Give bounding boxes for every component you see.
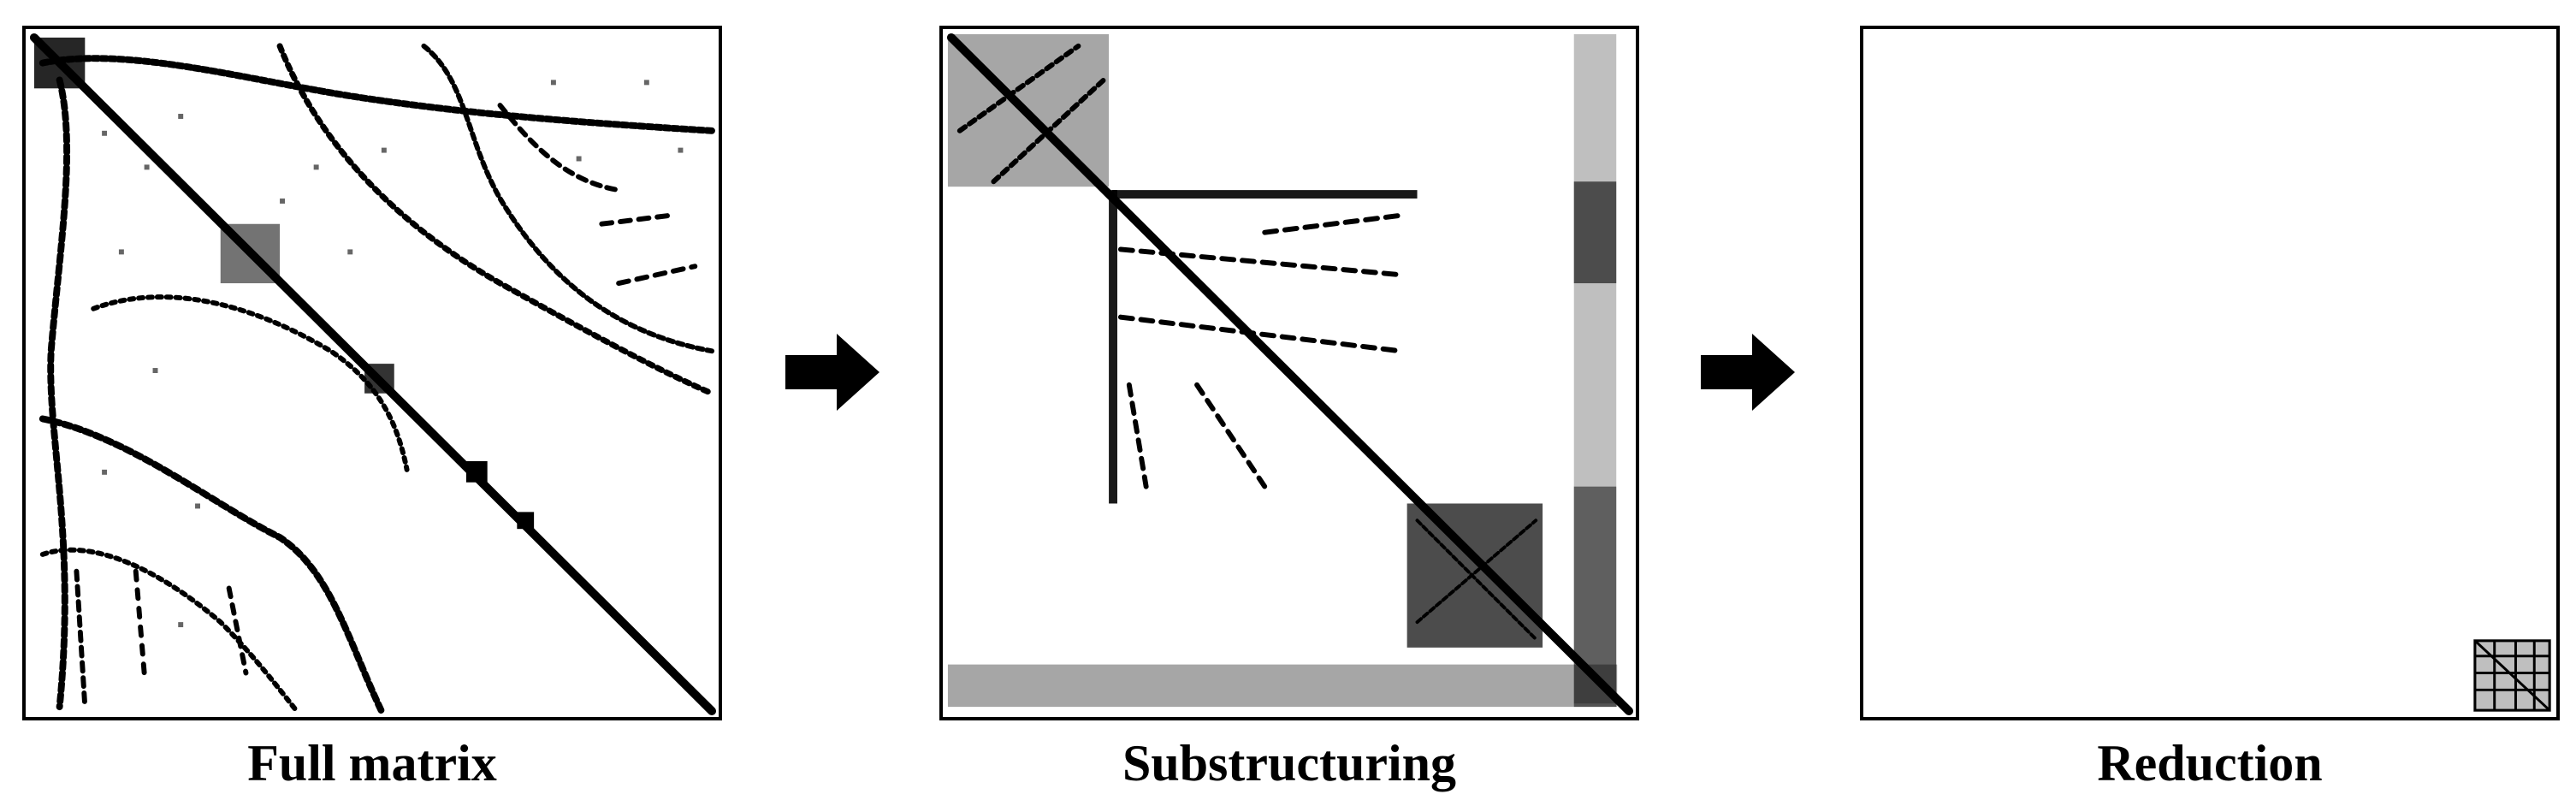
reduction-pattern <box>2472 638 2552 713</box>
full-matrix-sparsity-plot <box>22 26 722 720</box>
substructuring-sparsity-plot <box>939 26 1639 720</box>
right-arrow-icon <box>1701 334 1795 411</box>
panel-caption: Full matrix <box>247 735 497 791</box>
reduction-sparsity-plot <box>1860 26 2560 720</box>
panel-caption: Reduction <box>2097 735 2323 791</box>
panel-caption: Substructuring <box>1122 735 1457 791</box>
substructuring-pattern <box>946 33 1634 716</box>
full-matrix-pattern <box>29 33 717 716</box>
right-arrow-icon <box>785 334 879 411</box>
